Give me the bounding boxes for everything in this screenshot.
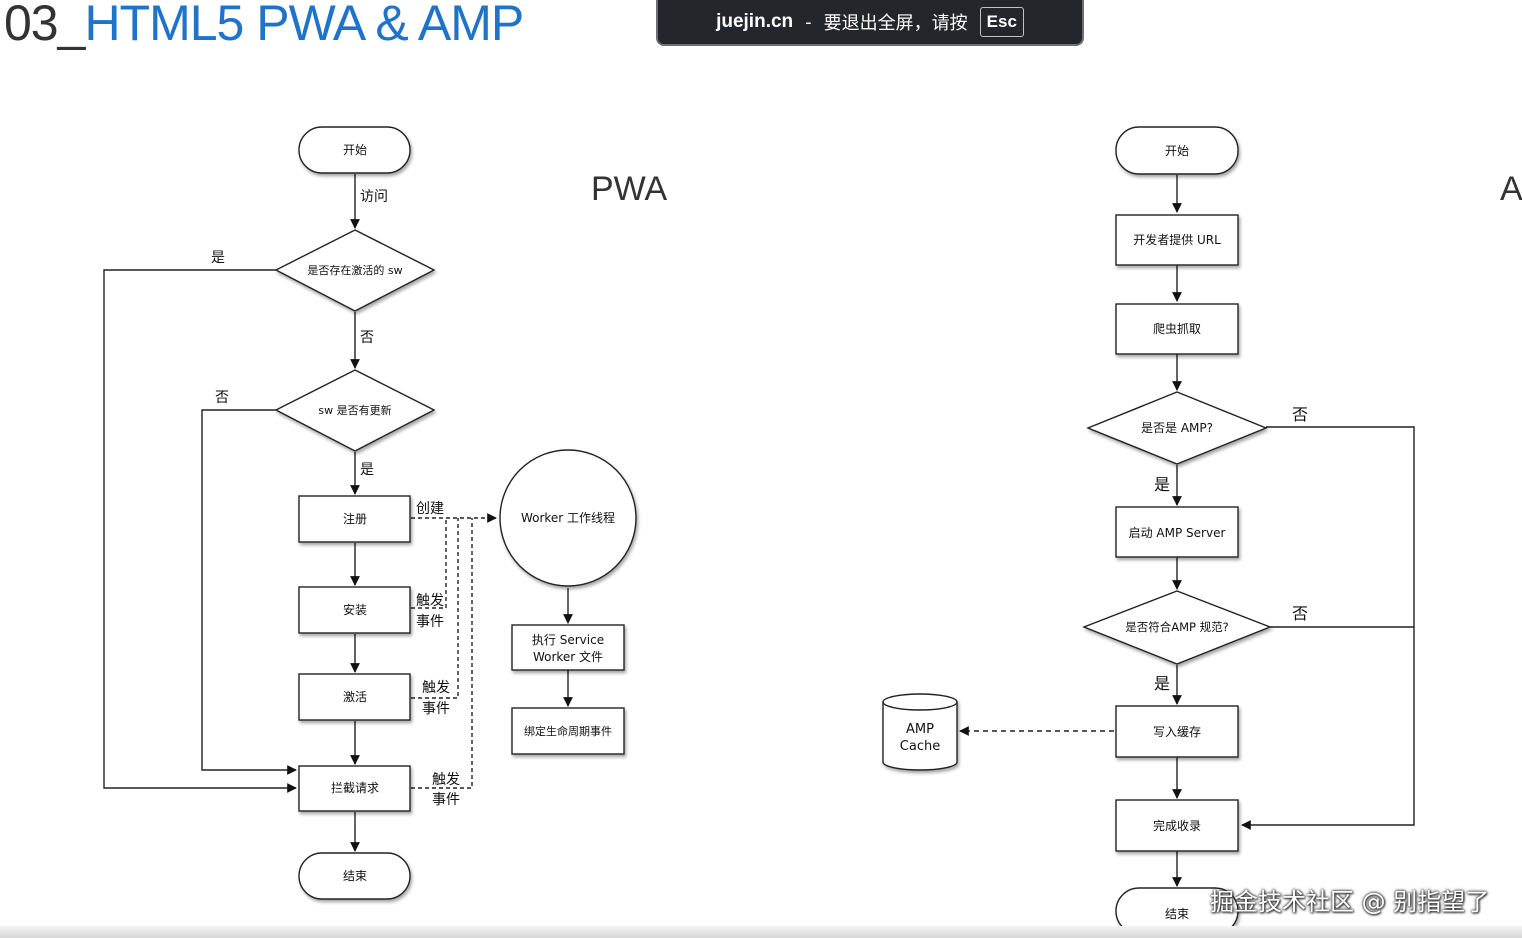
pwa-label-trigger-1: 触发	[416, 593, 444, 609]
amp-label-no-amp: 否	[1292, 405, 1308, 424]
amp-node-dev-url	[1115, 214, 1239, 266]
pwa-dashed-connectors	[411, 513, 497, 789]
pwa-text-active-sw: 是否存在激活的 sw	[307, 263, 402, 277]
amp-label-yes-spec: 是	[1154, 674, 1170, 693]
pwa-node-exec-sw	[511, 624, 625, 671]
pwa-node-register	[298, 495, 411, 543]
title-text: HTML5 PWA & AMP	[84, 0, 524, 51]
pwa-label-yes-active: 是	[211, 250, 225, 266]
pwa-text-worker-thread: Worker 工作线程	[521, 510, 615, 525]
pwa-label-trigger-3: 触发	[432, 772, 460, 788]
pwa-text-exec-sw-1: 执行 Service	[532, 633, 604, 647]
amp-node-start	[1115, 126, 1239, 175]
pwa-label-yes-update: 是	[360, 462, 374, 478]
pwa-label-no-update: 否	[215, 390, 229, 406]
amp-node-meets-spec	[1082, 590, 1272, 665]
amp-section-label: A	[1500, 170, 1522, 208]
pwa-label-trigger-2: 触发	[422, 680, 450, 696]
pwa-label-no-active: 否	[360, 330, 374, 346]
toast-message: 要退出全屏，请按	[823, 13, 968, 34]
pwa-node-worker-thread	[499, 449, 637, 587]
amp-node-start-server	[1115, 506, 1239, 558]
amp-text-cache-2: Cache	[900, 739, 940, 754]
pwa-text-start: 开始	[343, 143, 367, 157]
watermark: 掘金技术社区 @ 别指望了	[1210, 888, 1490, 916]
amp-text-dev-url: 开发者提供 URL	[1133, 232, 1221, 247]
amp-node-crawl	[1115, 303, 1239, 355]
bottom-bar	[0, 926, 1522, 938]
pwa-node-activate	[298, 673, 411, 721]
toast-esc-key: Esc	[979, 7, 1024, 37]
pwa-label-visit: 访问	[360, 189, 388, 205]
amp-cache-cylinder-rim	[882, 701, 958, 711]
pwa-section-label: PWA	[591, 170, 668, 208]
amp-text-start: 开始	[1165, 144, 1189, 158]
pwa-text-end: 结束	[343, 869, 367, 883]
pwa-label-trigger-1b: 事件	[416, 614, 444, 630]
pwa-node-sw-update	[274, 369, 436, 452]
pwa-text-bind-lifecycle: 绑定生命周期事件	[524, 724, 612, 738]
pwa-node-active-sw	[274, 229, 436, 312]
pwa-label-trigger-3b: 事件	[432, 792, 460, 808]
toast-site: juejin.cn	[716, 11, 794, 32]
pwa-node-end	[298, 852, 411, 900]
amp-node-cache-cylinder	[882, 693, 958, 771]
pwa-text-exec-sw-2: Worker 文件	[533, 649, 603, 664]
amp-text-cache-1: AMP	[906, 722, 934, 737]
amp-text-is-amp: 是否是 AMP?	[1141, 421, 1213, 435]
pwa-node-intercept	[298, 765, 411, 812]
pwa-node-start	[298, 126, 411, 174]
amp-text-crawl: 爬虫抓取	[1153, 322, 1201, 336]
amp-text-end: 结束	[1165, 907, 1189, 921]
toast-separator: -	[805, 11, 812, 33]
fullscreen-exit-toast: juejin.cn - 要退出全屏，请按 Esc	[656, 0, 1084, 46]
amp-text-start-server: 启动 AMP Server	[1129, 526, 1226, 540]
amp-label-yes-amp: 是	[1154, 475, 1170, 494]
pwa-node-bind-lifecycle	[511, 707, 625, 755]
title-number: 03_	[4, 0, 85, 51]
amp-text-write-cache: 写入缓存	[1153, 725, 1201, 739]
amp-text-meets-spec: 是否符合AMP 规范?	[1125, 620, 1228, 634]
pwa-text-sw-update: sw 是否有更新	[318, 403, 391, 417]
amp-node-write-cache	[1115, 705, 1239, 758]
amp-edge-not-amp	[1241, 426, 1415, 830]
pwa-text-install: 安装	[343, 602, 367, 617]
pwa-label-trigger-2b: 事件	[422, 701, 450, 717]
pwa-text-intercept: 拦截请求	[331, 781, 379, 795]
pwa-label-create: 创建	[416, 501, 444, 517]
slide-title: 03_HTML5 PWA & AMP	[4, 0, 524, 52]
amp-label-no-spec: 否	[1292, 604, 1308, 623]
pwa-text-register: 注册	[343, 511, 367, 526]
amp-node-is-amp	[1086, 391, 1268, 465]
pwa-node-install	[298, 586, 411, 634]
amp-text-done: 完成收录	[1153, 818, 1201, 833]
pwa-text-activate: 激活	[343, 690, 367, 704]
amp-node-done	[1115, 799, 1239, 852]
pwa-edge-active-yes	[103, 269, 297, 793]
pwa-edge-update-no	[201, 409, 297, 775]
